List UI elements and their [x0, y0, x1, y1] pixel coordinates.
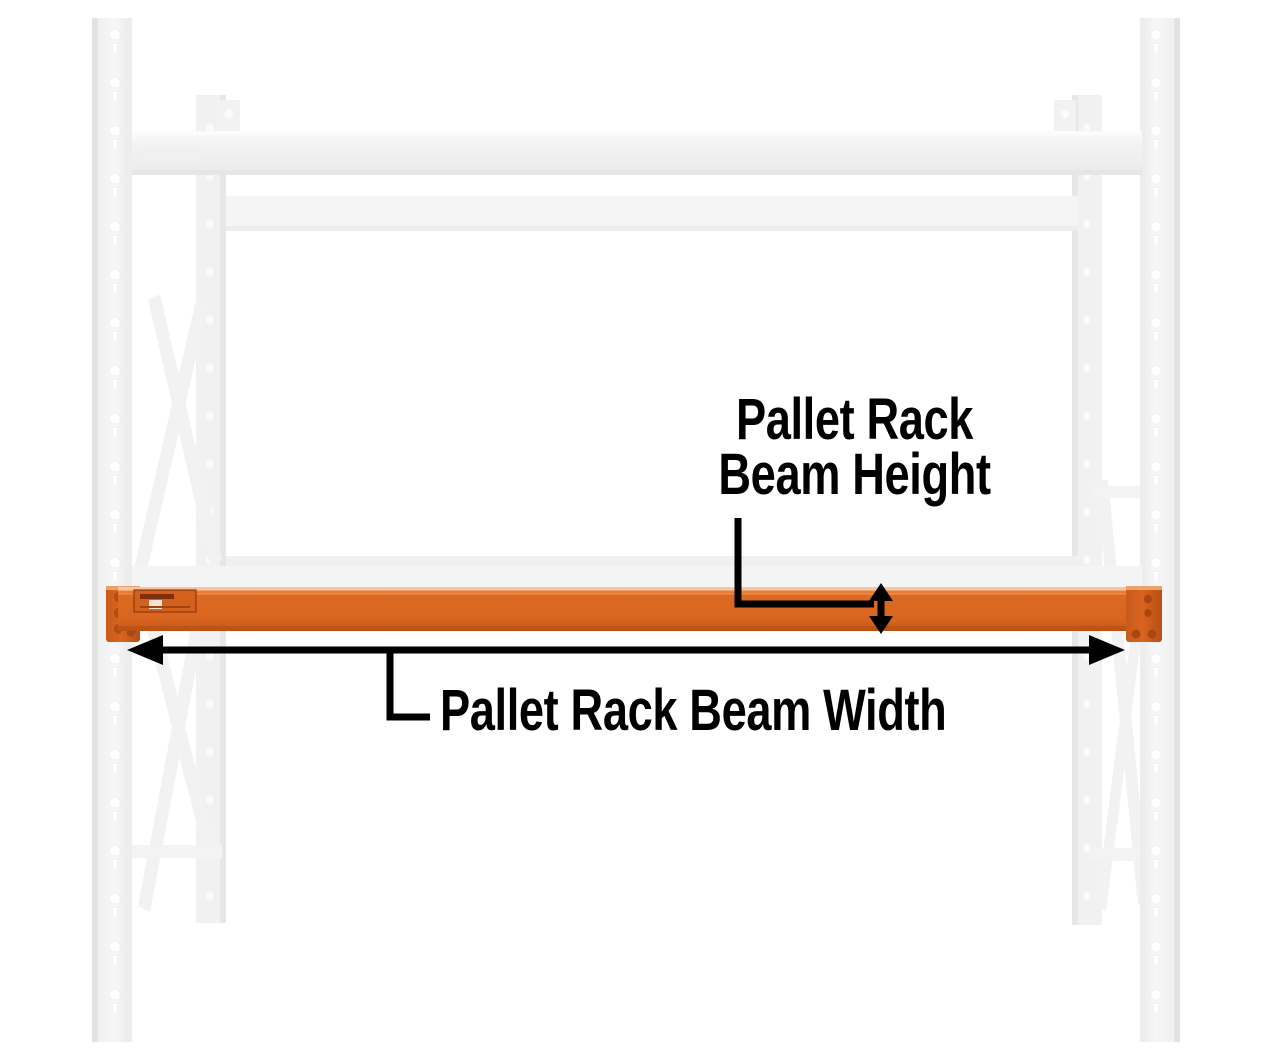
beam-width-double-arrow [127, 635, 1125, 665]
upper-rack-beams [132, 100, 1142, 588]
beam-height-label: Pallet Rack Beam Height [718, 391, 991, 508]
beam-width-annotation [127, 635, 1125, 721]
beam-height-annotation [734, 518, 893, 634]
beam-width-leader-line [386, 651, 430, 721]
pallet-rack-beam [106, 586, 1162, 642]
beam-height-leader-line [734, 518, 874, 608]
beam-width-label: Pallet Rack Beam Width [440, 678, 947, 743]
beam-height-label-line2: Beam Height [718, 442, 991, 508]
front-post-left [92, 18, 132, 1042]
beam-capacity-sticker [133, 589, 197, 613]
upright-frame-left [92, 18, 226, 1042]
beam-height-double-arrow [869, 583, 893, 634]
front-post-right [1140, 18, 1180, 1042]
rear-post-right [1072, 95, 1102, 925]
beam-height-label-line1: Pallet Rack [735, 387, 974, 452]
beam-connector-right [1126, 586, 1162, 642]
